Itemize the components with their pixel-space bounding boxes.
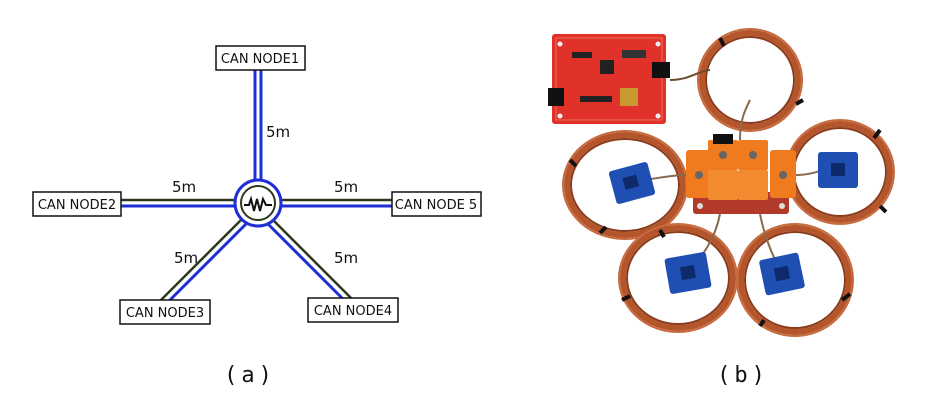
node2-box: CAN NODE2	[32, 191, 122, 217]
length-label-node4: 5m	[334, 249, 358, 267]
node5-label: CAN NODE 5	[395, 198, 477, 213]
controller-pcb	[548, 34, 711, 124]
sensor-board-bottom-right	[759, 252, 805, 296]
wire-coil-top	[697, 28, 803, 132]
node3-label: CAN NODE3	[126, 306, 204, 321]
cable-to-node2	[121, 198, 236, 208]
length-label-node3: 5m	[174, 249, 198, 267]
hub-junction	[233, 178, 283, 228]
cable-to-node1	[253, 70, 263, 182]
sensor-board-right	[818, 152, 858, 188]
length-label-node2: 5m	[172, 178, 196, 196]
sensor-board-left	[608, 162, 656, 204]
cable-to-node3	[159, 217, 250, 306]
length-label-node5: 5m	[334, 178, 358, 196]
cable-to-node4	[264, 217, 353, 305]
cable-ties	[568, 37, 888, 328]
sensor-board-bottom-left	[664, 252, 712, 294]
node2-label: CAN NODE2	[38, 198, 116, 213]
node4-label: CAN NODE4	[314, 304, 392, 319]
panel-a-star-topology: CAN NODE1 CAN NODE2 CAN NODE 5 CAN NODE3…	[32, 45, 482, 388]
wire-coil-bottom-right	[736, 223, 854, 337]
panel-b-hardware-photo: (b)	[548, 28, 895, 388]
node3-box: CAN NODE3	[119, 299, 211, 325]
node1-label: CAN NODE1	[221, 52, 299, 67]
length-label-node1: 5m	[266, 123, 290, 141]
resistor-icon	[244, 195, 272, 212]
node4-box: CAN NODE4	[307, 297, 399, 323]
node5-box: CAN NODE 5	[391, 191, 482, 217]
panel-a-label: (a)	[224, 363, 276, 388]
panel-b-label: (b)	[717, 363, 769, 388]
wire-coil-bottom-left	[618, 223, 738, 333]
cable-to-node5	[281, 198, 392, 208]
central-connector-hub	[686, 134, 796, 214]
node1-box: CAN NODE1	[215, 45, 306, 71]
